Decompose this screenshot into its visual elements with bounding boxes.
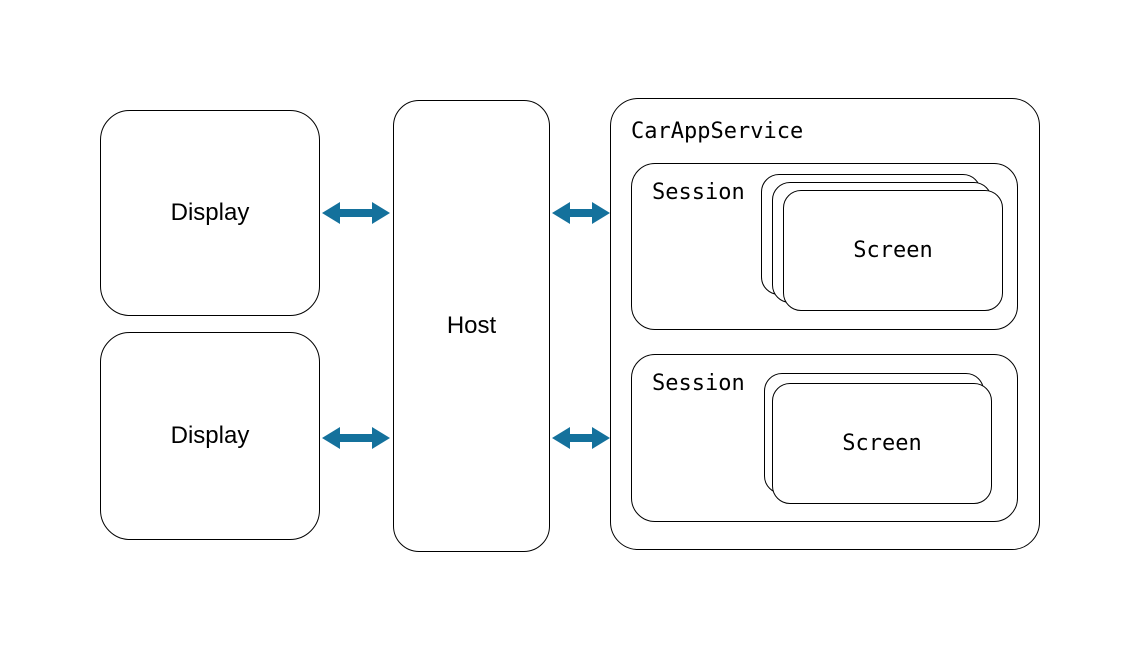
screen-card-front: Screen (783, 190, 1003, 311)
session-1-label: Session (652, 180, 745, 205)
display-1-label: Display (170, 199, 250, 226)
arrow-host-service-top-icon (552, 202, 610, 224)
display-box-1: Display (100, 110, 320, 316)
arrow-host-service-bottom-icon (552, 427, 610, 449)
arrow-display2-host-icon (322, 427, 390, 449)
session-box-2: Session Screen (631, 354, 1018, 522)
session-box-1: Session Screen (631, 163, 1018, 330)
session-2-label: Session (652, 371, 745, 396)
display-box-2: Display (100, 332, 320, 540)
car-app-service-label: CarAppService (631, 119, 804, 144)
display-2-label: Display (170, 422, 250, 449)
host-box: Host (393, 100, 550, 552)
host-label: Host (446, 312, 497, 339)
screen-2-label: Screen (842, 431, 922, 456)
car-app-service-box: CarAppService Session Screen Session Scr… (610, 98, 1040, 550)
arrow-display1-host-icon (322, 202, 390, 224)
screen-1-label: Screen (853, 238, 933, 263)
screen-card-front: Screen (772, 383, 992, 504)
